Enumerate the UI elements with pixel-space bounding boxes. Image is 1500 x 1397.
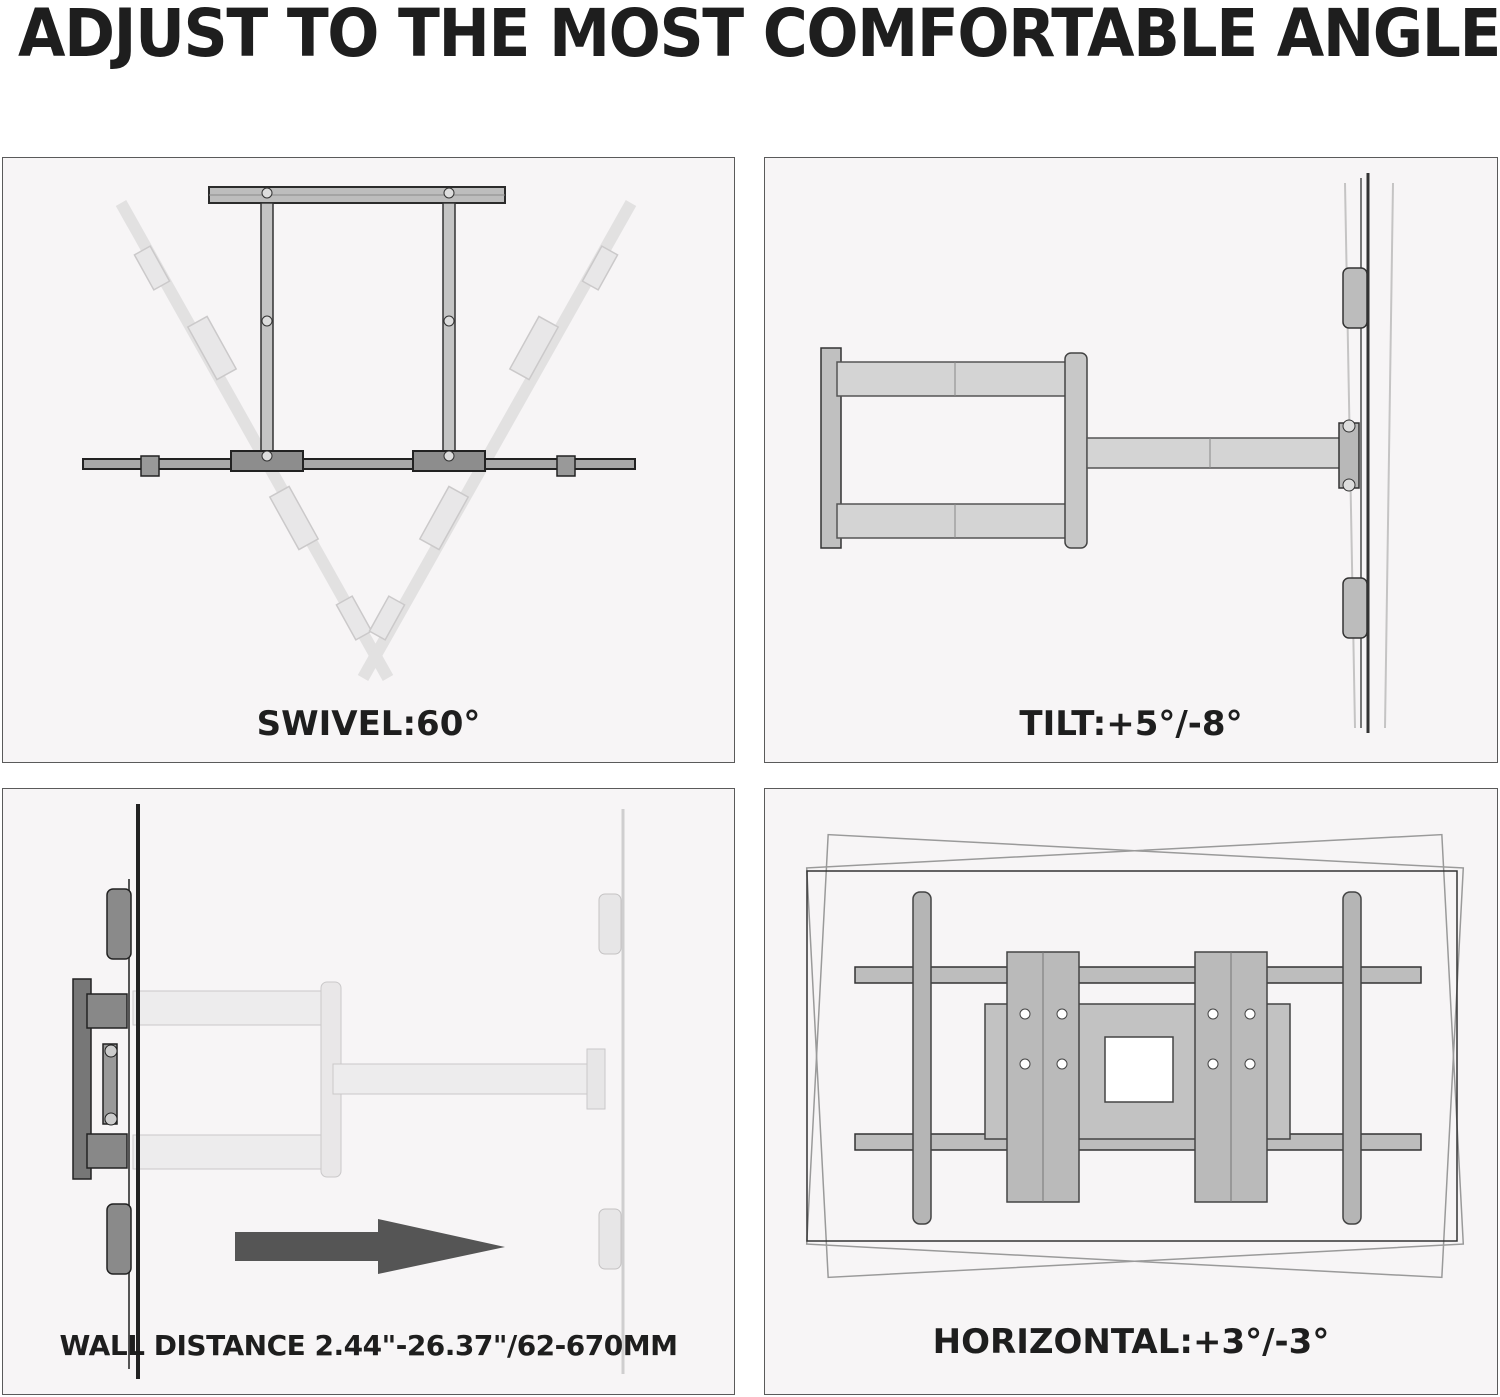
tilt-illustration-icon [820, 173, 1394, 733]
panel-horizontal: HORIZONTAL:+3°/-3° [764, 788, 1498, 1395]
wall-distance-caption: WALL DISTANCE 2.44"-26.37"/62-670MM [59, 1329, 678, 1362]
headline: ADJUST TO THE MOST COMFORTABLE ANGLE [18, 0, 1500, 72]
swivel-caption: SWIVEL:60° [256, 704, 481, 744]
arrow-right-icon [235, 1219, 505, 1274]
panel-wall-distance: WALL DISTANCE 2.44"-26.37"/62-670MM [2, 788, 735, 1395]
horizontal-caption: HORIZONTAL:+3°/-3° [932, 1322, 1330, 1362]
tilt-caption: TILT:+5°/-8° [1019, 704, 1243, 744]
panel-tilt: TILT:+5°/-8° [764, 157, 1498, 763]
panel-swivel: SWIVEL:60° [2, 157, 735, 763]
horizontal-illustration-icon [805, 833, 1465, 1279]
swivel-illustration-icon [82, 186, 637, 681]
wall-distance-illustration-icon [72, 804, 625, 1379]
